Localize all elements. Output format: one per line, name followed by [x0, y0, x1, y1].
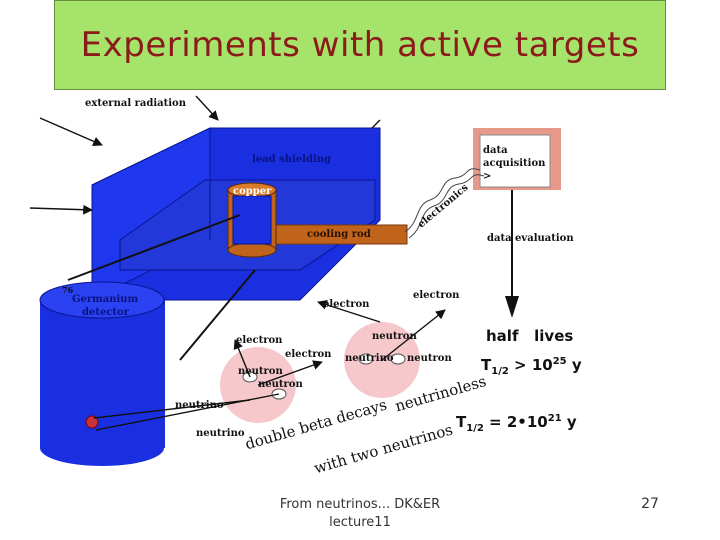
t-symbol-1: T [481, 356, 492, 374]
germanium-label-line1: Germanium [72, 294, 139, 305]
t-symbol-2: T [456, 413, 467, 431]
two-nu-exp: 21 [547, 413, 562, 424]
copper-label: copper [233, 186, 272, 197]
neutron-label-right1: neutron [372, 331, 417, 342]
neutrinoless-value: > 10 [514, 356, 553, 374]
cooling-rod-label: cooling rod [307, 229, 371, 240]
with-two-neutrinos-label: with two neutrinos [312, 420, 455, 478]
copper-cylinder [227, 182, 277, 258]
neutrinoless-label: neutrinoless [393, 372, 489, 416]
two-nu-unit: y [566, 413, 577, 431]
data-acquisition-line1: data [483, 145, 508, 156]
neutrinoless-exp: 25 [552, 356, 567, 367]
t-sub-2: 1/2 [466, 423, 484, 434]
neutrino-label-left2: neutrino [196, 428, 245, 439]
title-banner: Experiments with active targets [54, 0, 666, 90]
arrows [29, 95, 513, 431]
data-acquisition-prompt: > [483, 171, 492, 182]
t-sub-1: 1/2 [491, 366, 509, 377]
neutron-label-left1: neutron [238, 366, 283, 377]
electron-label-mid: electron [323, 299, 370, 310]
data-acquisition-box [473, 128, 561, 190]
neutron-label-left2: neutron [258, 379, 303, 390]
neutron-label-right2: neutron [407, 353, 452, 364]
lead-shielding-label: lead shielding [252, 154, 332, 165]
data-evaluation-label: data evaluation [487, 233, 574, 244]
external-radiation-label: external radiation [85, 98, 186, 109]
electronics-label: electronics [416, 182, 471, 231]
slide-footer: From neutrinos... DK&ER lecture11 [279, 497, 441, 530]
slide-title: Experiments with active targets [80, 25, 640, 65]
two-nu-halflife: T1/2 = 2•1021 y [456, 413, 577, 434]
electron-label-right: electron [413, 290, 460, 301]
neutrino-label-left1: neutrino [175, 400, 224, 411]
neutrinoless-halflife: T1/2 > 1025 y [481, 356, 582, 377]
neutrino-label-right: neutrino [345, 353, 394, 364]
electron-label-left1: electron [236, 335, 283, 346]
germanium-detector [39, 281, 165, 466]
half-lives-label: half lives [486, 327, 574, 345]
germanium-label-line2: detector [82, 307, 129, 318]
two-nu-value: = 2•10 [489, 413, 548, 431]
neutrinoless-unit: y [571, 356, 582, 374]
page-number: 27 [641, 496, 659, 512]
germanium-prefix: 76 [62, 285, 74, 295]
data-acquisition-line2: acquisition [483, 158, 546, 169]
electron-label-left2: electron [285, 349, 332, 360]
